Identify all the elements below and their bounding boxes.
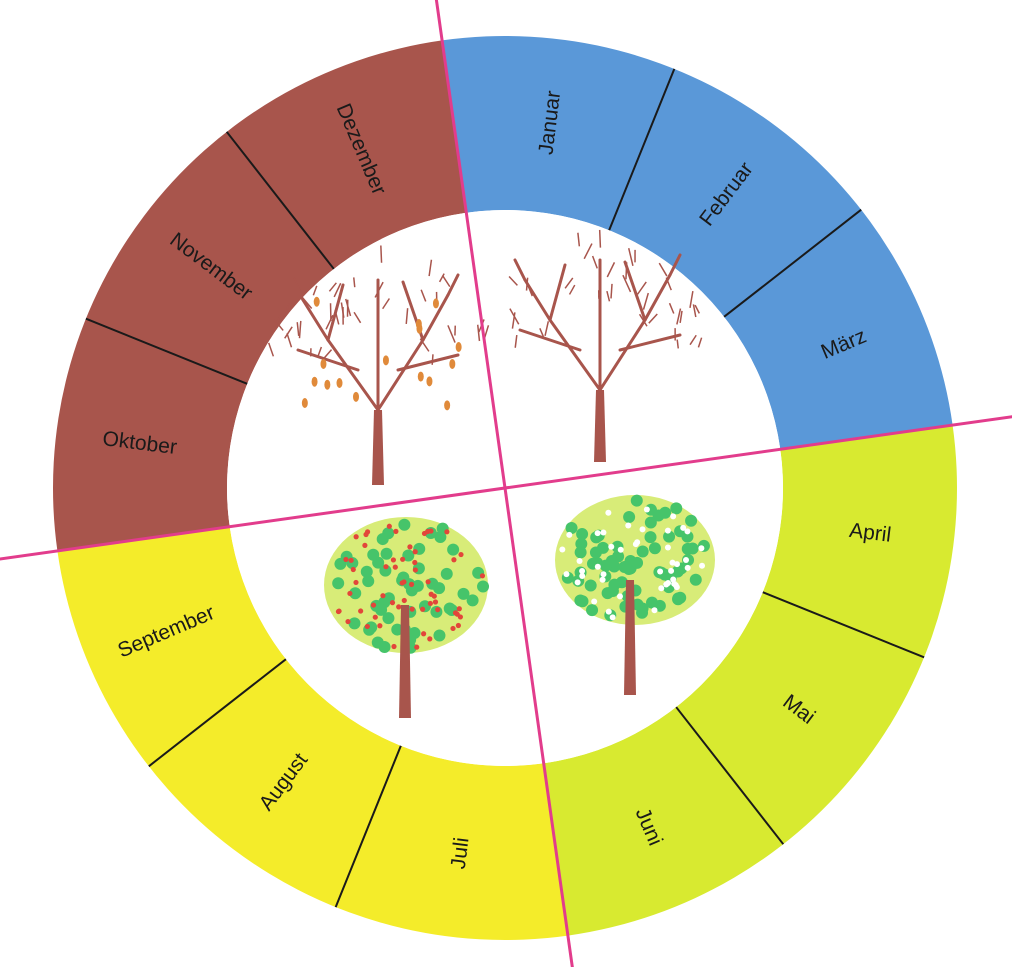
autumn-leaf (418, 372, 424, 382)
autumn-leaf (383, 355, 389, 365)
autumn-leaf (314, 297, 320, 307)
autumn-leaf (312, 377, 318, 387)
autumn-leaf (456, 342, 462, 352)
month-label-7: Juli (447, 836, 474, 870)
autumn-leaf (324, 380, 330, 390)
autumn-leaf (449, 359, 455, 369)
autumn-leaf (416, 319, 422, 329)
autumn-leaf (337, 378, 343, 388)
autumn-leaf (320, 359, 326, 369)
autumn-leaf (302, 398, 308, 408)
autumn-leaf (426, 376, 432, 386)
autumn-leaf (353, 392, 359, 402)
autumn-leaf (433, 298, 439, 308)
autumn-leaf (444, 400, 450, 410)
